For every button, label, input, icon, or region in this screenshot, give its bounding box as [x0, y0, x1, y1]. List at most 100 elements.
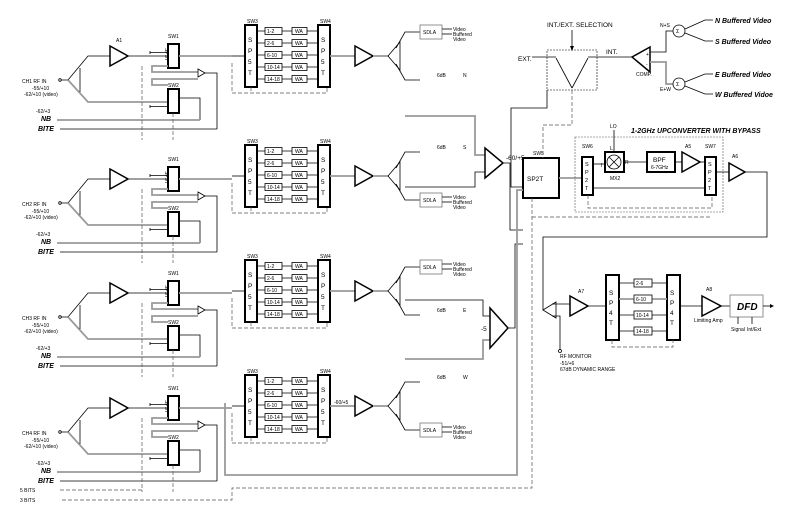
ew-combiner: -5: [405, 243, 523, 360]
sdla-label: SDLA: [423, 428, 437, 434]
output-e: E Buffered Video: [715, 72, 772, 79]
comp-label: COMP.: [636, 72, 652, 78]
band-label: 6-10: [267, 53, 277, 59]
lo-label: LO: [610, 124, 617, 130]
switch-letter: P: [321, 48, 325, 55]
input-port-icon: [58, 315, 62, 319]
wa-label: WA: [295, 41, 304, 47]
band-filter: [264, 274, 283, 282]
sw1-label: SW1: [168, 157, 179, 163]
output-n: N Buffered Video: [715, 18, 772, 25]
direction-label: S: [463, 145, 467, 151]
band-label: 1-2: [267, 149, 274, 155]
buffered-label: Buffered: [453, 200, 472, 206]
buffered-video-label: Video: [453, 435, 466, 441]
rf-monitor-label: RF MONITOR: [560, 354, 592, 360]
nb-level: -62/+3: [36, 461, 51, 467]
svg-text:2: 2: [708, 178, 711, 184]
switch-letter: P: [248, 283, 252, 290]
svg-text:4: 4: [670, 310, 674, 317]
band-filter: [264, 262, 283, 270]
channel-range-1: -55/+10: [32, 209, 49, 215]
switch-letter: P: [321, 398, 325, 405]
wa-label: WA: [295, 197, 304, 203]
int-label: INT.: [606, 49, 618, 56]
sp2t-label: SP2T: [527, 176, 543, 183]
pad-label: 6dB: [437, 375, 447, 381]
wa-amp: [291, 286, 308, 294]
band-label: 2-6: [267, 161, 274, 167]
band-filter: [264, 51, 283, 59]
sw3-switch: [244, 24, 258, 88]
mixer-port-l: L: [610, 146, 613, 152]
back-end-band-filter: [633, 326, 653, 336]
switch-letter: P: [321, 283, 325, 290]
sdla-box: [419, 192, 443, 208]
ns-combiner-level: -60/+5: [506, 155, 525, 162]
bpf-label: BPF: [653, 157, 666, 164]
sw4-label: SW4: [320, 139, 331, 145]
band-filter: [264, 147, 283, 155]
channel-input-label: CH1 RF IN: [22, 79, 47, 85]
band-label: 2-6: [267, 391, 274, 397]
band-label: 6-10: [267, 288, 277, 294]
band-filter: [264, 159, 283, 167]
svg-text:+: +: [646, 52, 649, 58]
channel-range-2: -62/+10 (video): [24, 329, 58, 335]
wa-amp: [291, 75, 308, 83]
switch-letter: 5: [321, 59, 325, 66]
wa-label: WA: [295, 379, 304, 385]
mixer-port-i: I: [601, 163, 602, 169]
sw3-label: SW3: [247, 369, 258, 375]
int-ext-label: Int/Ext: [747, 327, 762, 333]
comparator: + - COMP. N+S E+W Σ Σ N Buffered Video S…: [630, 18, 773, 99]
svg-text:T: T: [585, 186, 589, 192]
sdla-box: [419, 422, 443, 438]
bite-label: BITE: [38, 363, 54, 370]
channel-range-1: -55/+10: [32, 86, 49, 92]
limiting-amp-label: Limiting Amp: [694, 318, 723, 324]
input-port-icon: [58, 430, 62, 434]
band-label: 14-18: [267, 427, 280, 433]
band-filter: [264, 377, 283, 385]
ns-sum-label: N+S: [660, 23, 671, 29]
mixer-port-r: R: [625, 160, 629, 166]
nb-level: -62/+3: [36, 109, 51, 115]
nb-label: NB: [41, 116, 51, 123]
band-filter: [264, 425, 283, 433]
switch-letter: T: [248, 305, 252, 312]
input-port-icon: [58, 78, 62, 82]
buffered-video-label: Video: [453, 205, 466, 211]
switch-letter: T: [321, 420, 325, 427]
a7-label: A7: [578, 289, 584, 295]
svg-text:2: 2: [585, 178, 588, 184]
band-filter: [264, 39, 283, 47]
selection-title: INT./EXT. SELECTION: [547, 22, 613, 29]
band-label: 10-14: [267, 415, 280, 421]
band-label: 14-18: [267, 312, 280, 318]
switch-letter: S: [248, 272, 253, 279]
wa-label: WA: [295, 276, 304, 282]
wa-amp: [291, 27, 308, 35]
a5-label: A5: [685, 144, 691, 150]
band-label: 6-10: [267, 403, 277, 409]
wa-amp: [291, 63, 308, 71]
nb-label: NB: [41, 353, 51, 360]
switch-letter: 5: [248, 179, 252, 186]
bite-label: BITE: [38, 478, 54, 485]
video-amp-icon: [354, 44, 375, 68]
wa-amp: [291, 183, 308, 191]
input-port-icon: [58, 201, 62, 205]
switch-letter: P: [248, 48, 252, 55]
switch-letter: T: [321, 190, 325, 197]
video-out-label: Video: [453, 195, 466, 201]
ew-combiner-level: -5: [481, 326, 487, 333]
buffered-video-label: Video: [453, 272, 466, 278]
channel-input-label: CH4 RF IN: [22, 431, 47, 437]
upconverter-title: 1-2GHz UPCONVERTER WITH BYPASS: [631, 128, 761, 135]
sw3-switch: [244, 374, 258, 438]
switch-letter: 5: [248, 59, 252, 66]
